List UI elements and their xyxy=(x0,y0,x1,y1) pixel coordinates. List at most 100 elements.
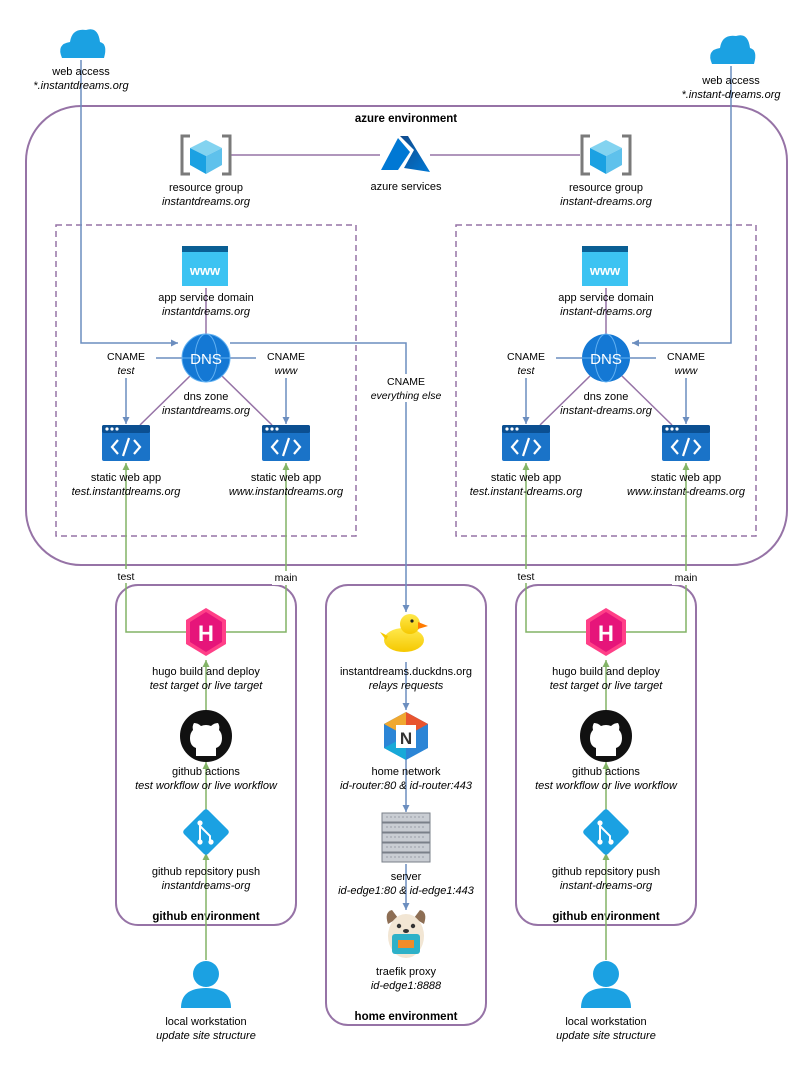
left-hugo-sub: test target or live target xyxy=(150,680,263,692)
azure-environment-label: azure environment xyxy=(355,113,457,125)
right-swa-www-icon xyxy=(662,425,710,461)
left-swa-test-title: static web app xyxy=(91,472,161,484)
home-environment-label: home environment xyxy=(355,1011,458,1023)
left-resource-group-icon xyxy=(180,134,232,176)
right-user-icon xyxy=(581,961,631,1008)
right-hugo-icon-text: H xyxy=(598,621,614,646)
left-swa-www-sub: www.instantdreams.org xyxy=(229,486,344,498)
left-swa-www-icon xyxy=(262,425,310,461)
left-resource-group-container xyxy=(55,224,357,537)
left-cname-test-label: CNAME xyxy=(107,351,145,363)
azure-services-label: azure services xyxy=(371,181,442,193)
cname-everything-else-label: CNAME xyxy=(387,376,425,388)
right-www-icon-text: www xyxy=(589,263,621,278)
left-web-access-title: web access xyxy=(51,66,110,78)
right-repo-sub: instant-dreams-org xyxy=(560,880,653,892)
right-actions-sub: test workflow or live workflow xyxy=(535,780,678,792)
left-app-service-domain-icon: www xyxy=(182,246,228,286)
left-cloud-icon xyxy=(60,29,106,58)
left-dns-icon: DNS xyxy=(181,333,231,383)
left-dns-swa-test-link xyxy=(139,375,191,426)
left-web-access-arrow xyxy=(80,60,178,347)
right-app-service-domain-sub: instant-dreams.org xyxy=(560,306,653,318)
right-web-access-title: web access xyxy=(701,75,760,87)
left-cname-test-sub: test xyxy=(118,365,136,377)
right-workstation-title: local workstation xyxy=(565,1016,646,1028)
right-resource-group-sub: instant-dreams.org xyxy=(560,196,653,208)
right-app-service-domain-icon: www xyxy=(582,246,628,286)
nginx-icon-text: N xyxy=(400,729,412,748)
right-app-service-domain-title: app service domain xyxy=(558,292,653,304)
left-actions-sub: test workflow or live workflow xyxy=(135,780,278,792)
left-web-access-sub: *.instantdreams.org xyxy=(33,80,129,92)
right-swa-www-sub: www.instant-dreams.org xyxy=(627,486,746,498)
right-web-access-sub: *.instant-dreams.org xyxy=(681,89,781,101)
right-repo-title: github repository push xyxy=(552,866,660,878)
connectors xyxy=(80,60,732,960)
left-cname-www-sub: www xyxy=(275,365,299,377)
azure-logo-icon xyxy=(381,136,430,172)
right-cname-test-label: CNAME xyxy=(507,351,545,363)
left-hugo-test-arrow xyxy=(122,463,186,633)
home-network-title: home network xyxy=(371,766,441,778)
right-cname-test-sub: test xyxy=(518,365,536,377)
left-hugo-main-arrow xyxy=(226,463,290,633)
left-app-service-domain-sub: instantdreams.org xyxy=(162,306,251,318)
cname-everything-else-arrow xyxy=(230,342,410,612)
right-swa-www-title: static web app xyxy=(651,472,721,484)
left-resource-group-sub: instantdreams.org xyxy=(162,196,251,208)
traefik-title: traefik proxy xyxy=(376,966,436,978)
home-network-sub: id-router:80 & id-router:443 xyxy=(340,780,473,792)
right-swa-test-sub: test.instant-dreams.org xyxy=(470,486,583,498)
server-icon xyxy=(381,812,431,863)
right-dns-zone-title: dns zone xyxy=(584,391,629,403)
right-hugo-title: hugo build and deploy xyxy=(552,666,660,678)
right-web-access-arrow xyxy=(632,66,732,347)
right-git-icon xyxy=(583,809,629,855)
left-edge-test-label: test xyxy=(118,571,135,583)
left-dns-swa-www-link xyxy=(221,375,273,426)
left-workstation-sub: update site structure xyxy=(156,1030,256,1042)
traefik-sub: id-edge1:8888 xyxy=(371,980,442,992)
left-repo-sub: instantdreams-org xyxy=(162,880,252,892)
right-actions-title: github actions xyxy=(572,766,640,778)
right-cname-www-sub: www xyxy=(675,365,699,377)
cname-everything-else-sub: everything else xyxy=(371,390,442,402)
right-github-icon xyxy=(580,710,632,762)
traefik-icon xyxy=(386,910,426,958)
right-swa-test-title: static web app xyxy=(491,472,561,484)
right-edge-main-label: main xyxy=(675,572,698,584)
server-sub: id-edge1:80 & id-edge1:443 xyxy=(338,885,475,897)
right-edge-test-label: test xyxy=(518,571,535,583)
left-actions-title: github actions xyxy=(172,766,240,778)
left-swa-www-title: static web app xyxy=(251,472,321,484)
right-resource-group-icon xyxy=(580,134,632,176)
left-hugo-icon: H xyxy=(186,608,226,656)
left-app-service-domain-title: app service domain xyxy=(158,292,253,304)
edge-labels: CNAME test CNAME www CNAME test CNAME ww… xyxy=(96,350,716,585)
right-workstation-sub: update site structure xyxy=(556,1030,656,1042)
left-resource-group-title: resource group xyxy=(169,182,243,194)
left-dns-icon-text: DNS xyxy=(190,351,222,368)
left-github-icon xyxy=(180,710,232,762)
right-cname-www-label: CNAME xyxy=(667,351,705,363)
left-user-icon xyxy=(181,961,231,1008)
right-hugo-test-arrow xyxy=(522,463,586,633)
left-swa-test-icon xyxy=(102,425,150,461)
left-git-icon xyxy=(183,809,229,855)
right-hugo-main-arrow xyxy=(626,463,690,633)
duckdns-title: instantdreams.duckdns.org xyxy=(340,666,472,678)
left-dns-zone-title: dns zone xyxy=(184,391,229,403)
right-resource-group-container xyxy=(455,224,757,537)
right-cloud-icon xyxy=(710,35,756,64)
left-cname-www-label: CNAME xyxy=(267,351,305,363)
server-title: server xyxy=(391,871,422,883)
left-edge-main-label: main xyxy=(275,572,298,584)
right-resource-group-title: resource group xyxy=(569,182,643,194)
left-swa-test-sub: test.instantdreams.org xyxy=(72,486,182,498)
left-hugo-icon-text: H xyxy=(198,621,214,646)
duck-icon xyxy=(380,614,428,652)
duckdns-sub: relays requests xyxy=(369,680,444,692)
right-dns-icon-text: DNS xyxy=(590,351,622,368)
